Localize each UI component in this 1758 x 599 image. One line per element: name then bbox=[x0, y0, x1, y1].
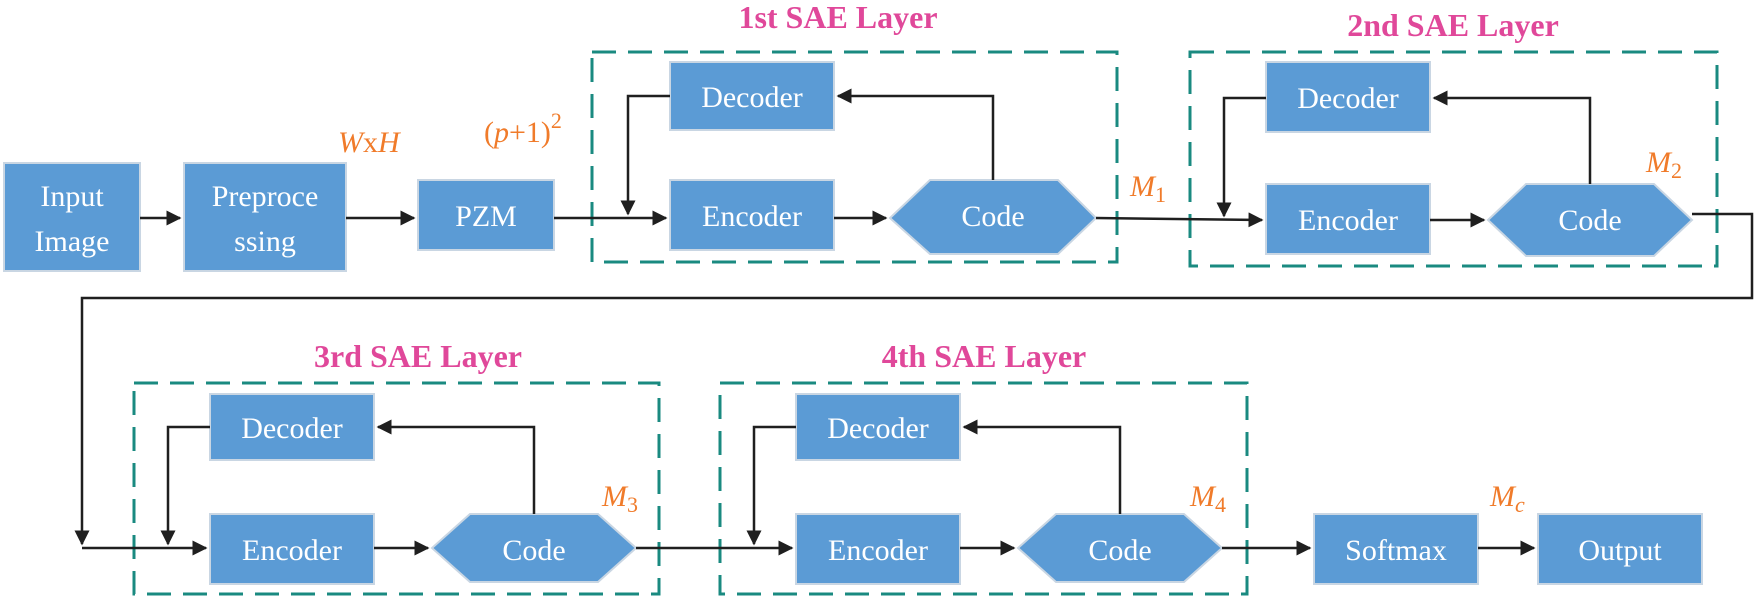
arrow-code-4-to-decoder-4 bbox=[962, 419, 1122, 514]
annotation-m3-m: M bbox=[601, 480, 629, 513]
sae-layer-3-decoder: Decoder bbox=[209, 393, 375, 461]
arrow-code-3-to-decoder-3 bbox=[376, 419, 536, 514]
arrow-code-2-to-decoder-2 bbox=[1432, 90, 1592, 184]
annotation-m3-sub: 3 bbox=[627, 492, 638, 517]
sae-layer-3-box bbox=[132, 381, 661, 596]
annotation-p: p bbox=[492, 116, 509, 149]
sae-layer-3-decoder-label: Decoder bbox=[241, 412, 343, 445]
sae-layer-2-code-label: Code bbox=[1558, 204, 1621, 237]
pzm-node: PZM bbox=[417, 179, 555, 251]
annotation-mc-m: M bbox=[1489, 480, 1517, 513]
sae-layer-2-decoder: Decoder bbox=[1265, 61, 1431, 133]
annotation-m1-m: M bbox=[1129, 170, 1157, 203]
sae-layer-1-code: Code bbox=[888, 179, 1098, 255]
annotation-m4-m: M bbox=[1189, 480, 1217, 513]
sae-layer-4-encoder-label: Encoder bbox=[828, 534, 928, 567]
sae-layer-3-code-label: Code bbox=[502, 534, 565, 567]
sae-layer-4-decoder: Decoder bbox=[795, 393, 961, 461]
arrow-code-1-to-encoder-2 bbox=[1095, 212, 1264, 228]
annotation-m4: M4 bbox=[1189, 480, 1226, 517]
annotation-m2-sub: 2 bbox=[1671, 158, 1682, 183]
input-image-node: Input Image bbox=[3, 162, 141, 272]
preprocessing-label-line1: Preproce bbox=[212, 180, 319, 213]
sae-layer-1-code-label: Code bbox=[961, 200, 1024, 233]
sae-layer-2-box bbox=[1188, 50, 1719, 268]
sae-layer-2-encoder-label: Encoder bbox=[1298, 204, 1398, 237]
sae-layer-1-decoder-label: Decoder bbox=[701, 81, 803, 114]
arrow-decoder-4-feedback bbox=[746, 425, 796, 546]
sae-layer-3-title: 3rd SAE Layer bbox=[314, 338, 522, 374]
annotation-exponent: 2 bbox=[551, 108, 562, 133]
sae-layer-3-encoder-label: Encoder bbox=[242, 534, 342, 567]
annotation-m2: M2 bbox=[1645, 146, 1682, 183]
arrow-code-2-wrap-to-row-2 bbox=[74, 212, 1754, 546]
input-image-label-line2: Image bbox=[35, 225, 110, 258]
annotation-m2-m: M bbox=[1645, 146, 1673, 179]
sae-layer-1-encoder-label: Encoder bbox=[702, 200, 802, 233]
sae-layer-2-decoder-label: Decoder bbox=[1297, 82, 1399, 115]
arrow-decoder-3-feedback bbox=[160, 425, 210, 546]
arrow-decoder-1-feedback bbox=[620, 94, 670, 216]
input-image-label-line1: Input bbox=[40, 180, 104, 213]
sae-layer-4-box bbox=[718, 381, 1249, 596]
sae-layer-2-encoder: Encoder bbox=[1265, 183, 1431, 255]
annotation-p-plus-1-squared: (p+1)2 bbox=[484, 108, 562, 149]
sae-layer-3-encoder: Encoder bbox=[209, 513, 375, 585]
sae-layer-3-code: Code bbox=[430, 513, 638, 583]
annotation-m3: M3 bbox=[601, 480, 638, 517]
sae-layer-2-title: 2nd SAE Layer bbox=[1347, 7, 1559, 43]
output-node: Output bbox=[1537, 513, 1703, 585]
annotation-paren-open: ( bbox=[484, 116, 494, 149]
annotation-wxh-w: W bbox=[338, 126, 366, 159]
annotation-plus-one: +1) bbox=[509, 116, 551, 149]
annotation-m4-sub: 4 bbox=[1215, 492, 1226, 517]
arrow-decoder-2-feedback bbox=[1216, 96, 1266, 218]
sae-layer-4-decoder-label: Decoder bbox=[827, 412, 929, 445]
annotation-wxh-x: x bbox=[363, 126, 378, 159]
sae-layer-1-decoder: Decoder bbox=[669, 61, 835, 131]
sae-layer-4-title: 4th SAE Layer bbox=[882, 338, 1086, 374]
preprocessing-node: Preproce ssing bbox=[183, 162, 347, 272]
sae-layer-2-code: Code bbox=[1486, 183, 1694, 257]
annotation-mc: Mc bbox=[1489, 480, 1525, 517]
annotation-wxh-h: H bbox=[377, 126, 402, 159]
softmax-label: Softmax bbox=[1345, 534, 1447, 567]
annotation-m1: M1 bbox=[1129, 170, 1166, 207]
annotation-wxh: WxH bbox=[338, 126, 402, 159]
output-label: Output bbox=[1578, 534, 1662, 567]
annotation-m1-sub: 1 bbox=[1155, 182, 1166, 207]
arrow-code-1-to-decoder-1 bbox=[836, 88, 995, 180]
sae-layer-1-box bbox=[590, 50, 1119, 264]
sae-layer-1-encoder: Encoder bbox=[669, 179, 835, 251]
sae-layer-4-code: Code bbox=[1016, 513, 1224, 583]
sae-layer-1-title: 1st SAE Layer bbox=[738, 0, 937, 35]
sae-layer-4-encoder: Encoder bbox=[795, 513, 961, 585]
pzm-label: PZM bbox=[455, 200, 517, 233]
preprocessing-label-line2: ssing bbox=[234, 225, 296, 258]
annotation-mc-sub: c bbox=[1515, 492, 1525, 517]
sae-layer-4-code-label: Code bbox=[1088, 534, 1151, 567]
softmax-node: Softmax bbox=[1313, 513, 1479, 585]
